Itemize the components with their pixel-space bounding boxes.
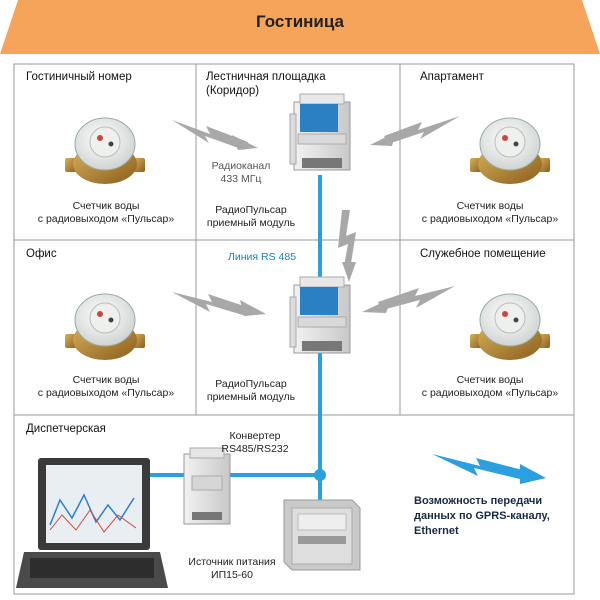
meter-caption: Счетчик воды с радиовыходом «Пульсар» xyxy=(37,200,175,225)
water-meter-icon xyxy=(469,117,551,185)
zigzag-arrow-icon xyxy=(362,286,455,313)
zone-label-apartment: Апартамент xyxy=(420,71,484,83)
laptop-icon xyxy=(16,458,168,588)
zone-label-stairs: Лестничная площадка (Коридор) xyxy=(206,71,326,97)
zigzag-arrow-icon xyxy=(370,116,460,146)
zone-label-dispatch: Диспетчерская xyxy=(26,423,106,435)
water-meter-icon xyxy=(64,293,146,361)
power-supply-caption: Источник питания ИП15-60 xyxy=(188,556,276,581)
bus-junction xyxy=(314,469,326,481)
receiver-module-icon xyxy=(289,276,351,354)
page-title: Гостиница xyxy=(255,12,344,31)
meter-caption: Счетчик воды с радиовыходом «Пульсар» xyxy=(37,374,175,399)
water-meter-icon xyxy=(64,117,146,185)
zone-grid xyxy=(13,63,575,595)
water-meter-icon xyxy=(469,293,551,361)
receiver-caption: РадиоПульсар приемный модуль xyxy=(206,204,296,229)
meter-caption: Счетчик воды с радиовыходом «Пульсар» xyxy=(421,374,559,399)
rs485-bus-label: Линия RS 485 xyxy=(228,251,297,263)
zigzag-arrow-icon xyxy=(338,210,356,282)
zone-label-service-room: Служебное помещение xyxy=(420,248,546,260)
receiver-module-icon xyxy=(289,93,351,171)
zigzag-arrow-icon xyxy=(432,454,546,484)
radio-channel-label: Радиоканал 433 МГц xyxy=(211,160,271,185)
meter-caption: Счетчик воды с радиовыходом «Пульсар» xyxy=(421,200,559,225)
zone-label-hotel-room: Гостиничный номер xyxy=(26,71,132,83)
gprs-note: Возможность передачи данных по GPRS-кана… xyxy=(414,495,550,537)
zone-label-office: Офис xyxy=(26,248,57,260)
zigzag-arrow-icon xyxy=(172,292,266,316)
converter-caption: Конвертер RS485/RS232 xyxy=(221,430,289,455)
power-supply-icon xyxy=(283,499,361,571)
receiver-caption: РадиоПульсар приемный модуль xyxy=(206,378,296,403)
converter-icon xyxy=(183,447,231,525)
title-banner xyxy=(0,0,600,54)
zigzag-arrow-icon xyxy=(172,120,258,150)
